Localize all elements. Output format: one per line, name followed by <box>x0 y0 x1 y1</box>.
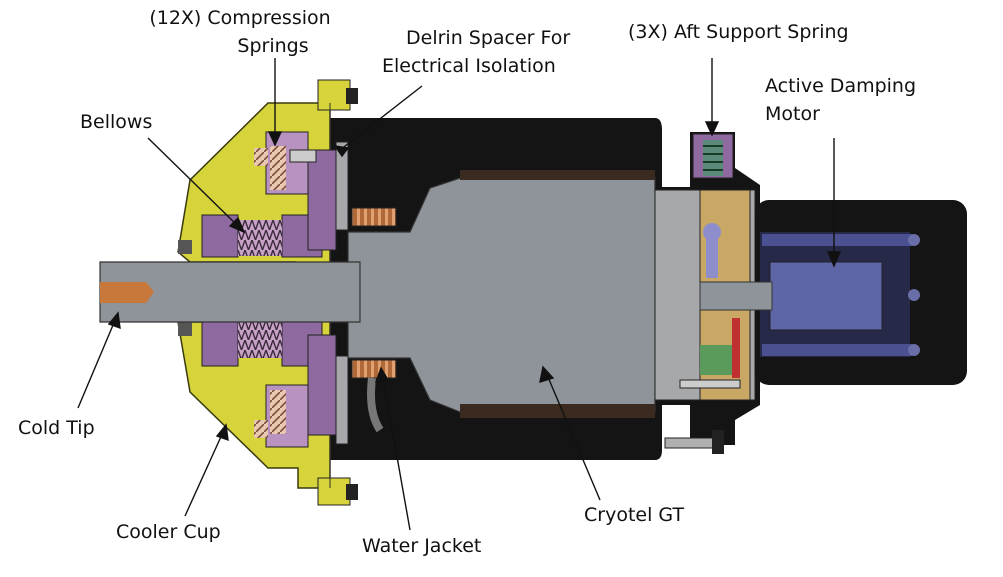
label-cooler-cup: Cooler Cup <box>116 521 221 543</box>
cryotel-body <box>347 170 656 418</box>
label-cryotel-gt: Cryotel GT <box>584 504 685 526</box>
leader-cooler-cup <box>184 429 225 517</box>
label-delrin-spacer-line1: Delrin Spacer For <box>406 27 571 49</box>
arrow-aft-spring <box>704 121 720 137</box>
arrow-bellows <box>228 216 246 234</box>
label-water-jacket: Water Jacket <box>362 535 482 557</box>
leader-bellows <box>147 137 241 229</box>
flange-bolts <box>178 88 358 500</box>
arrow-compression-springs <box>267 131 283 147</box>
bellows <box>201 149 337 436</box>
compression-springs <box>254 131 309 448</box>
leader-cryotel <box>544 369 601 501</box>
arrow-cold-tip <box>107 311 121 330</box>
label-delrin-spacer-line2: Electrical Isolation <box>382 55 556 77</box>
delrin-spacer <box>289 141 349 445</box>
damping-motor <box>699 200 967 385</box>
label-active-damping-motor-line1: Active Damping <box>765 75 917 97</box>
label-compression-springs: (12X) Compression Springs <box>145 4 335 60</box>
arrow-delrin-spacer <box>333 145 350 158</box>
label-bellows: Bellows <box>80 111 153 133</box>
label-delrin-spacer: Delrin Spacer For Electrical Isolation <box>382 24 570 80</box>
arrow-water-jacket <box>374 366 390 383</box>
aft-support-spring <box>692 133 734 179</box>
leader-delrin-spacer <box>339 85 423 151</box>
label-compression-springs-line1: (12X) Compression <box>149 7 331 29</box>
leader-lines <box>77 58 842 531</box>
label-active-damping-motor-line2: Motor <box>765 103 820 125</box>
label-cold-tip: Cold Tip <box>18 417 95 439</box>
arrow-motor <box>826 251 842 268</box>
arrow-cooler-cup <box>215 423 229 442</box>
arrow-cryotel <box>539 365 555 384</box>
leader-water-jacket <box>381 371 411 531</box>
label-active-damping-motor: Active Damping Motor <box>765 72 916 128</box>
lower-bolt <box>664 430 724 454</box>
leader-cold-tip <box>77 317 117 409</box>
label-aft-support-spring: (3X) Aft Support Spring <box>628 21 849 43</box>
label-compression-springs-line2: Springs <box>237 35 309 57</box>
water-jacket <box>351 207 397 433</box>
cold-tip <box>99 261 361 323</box>
